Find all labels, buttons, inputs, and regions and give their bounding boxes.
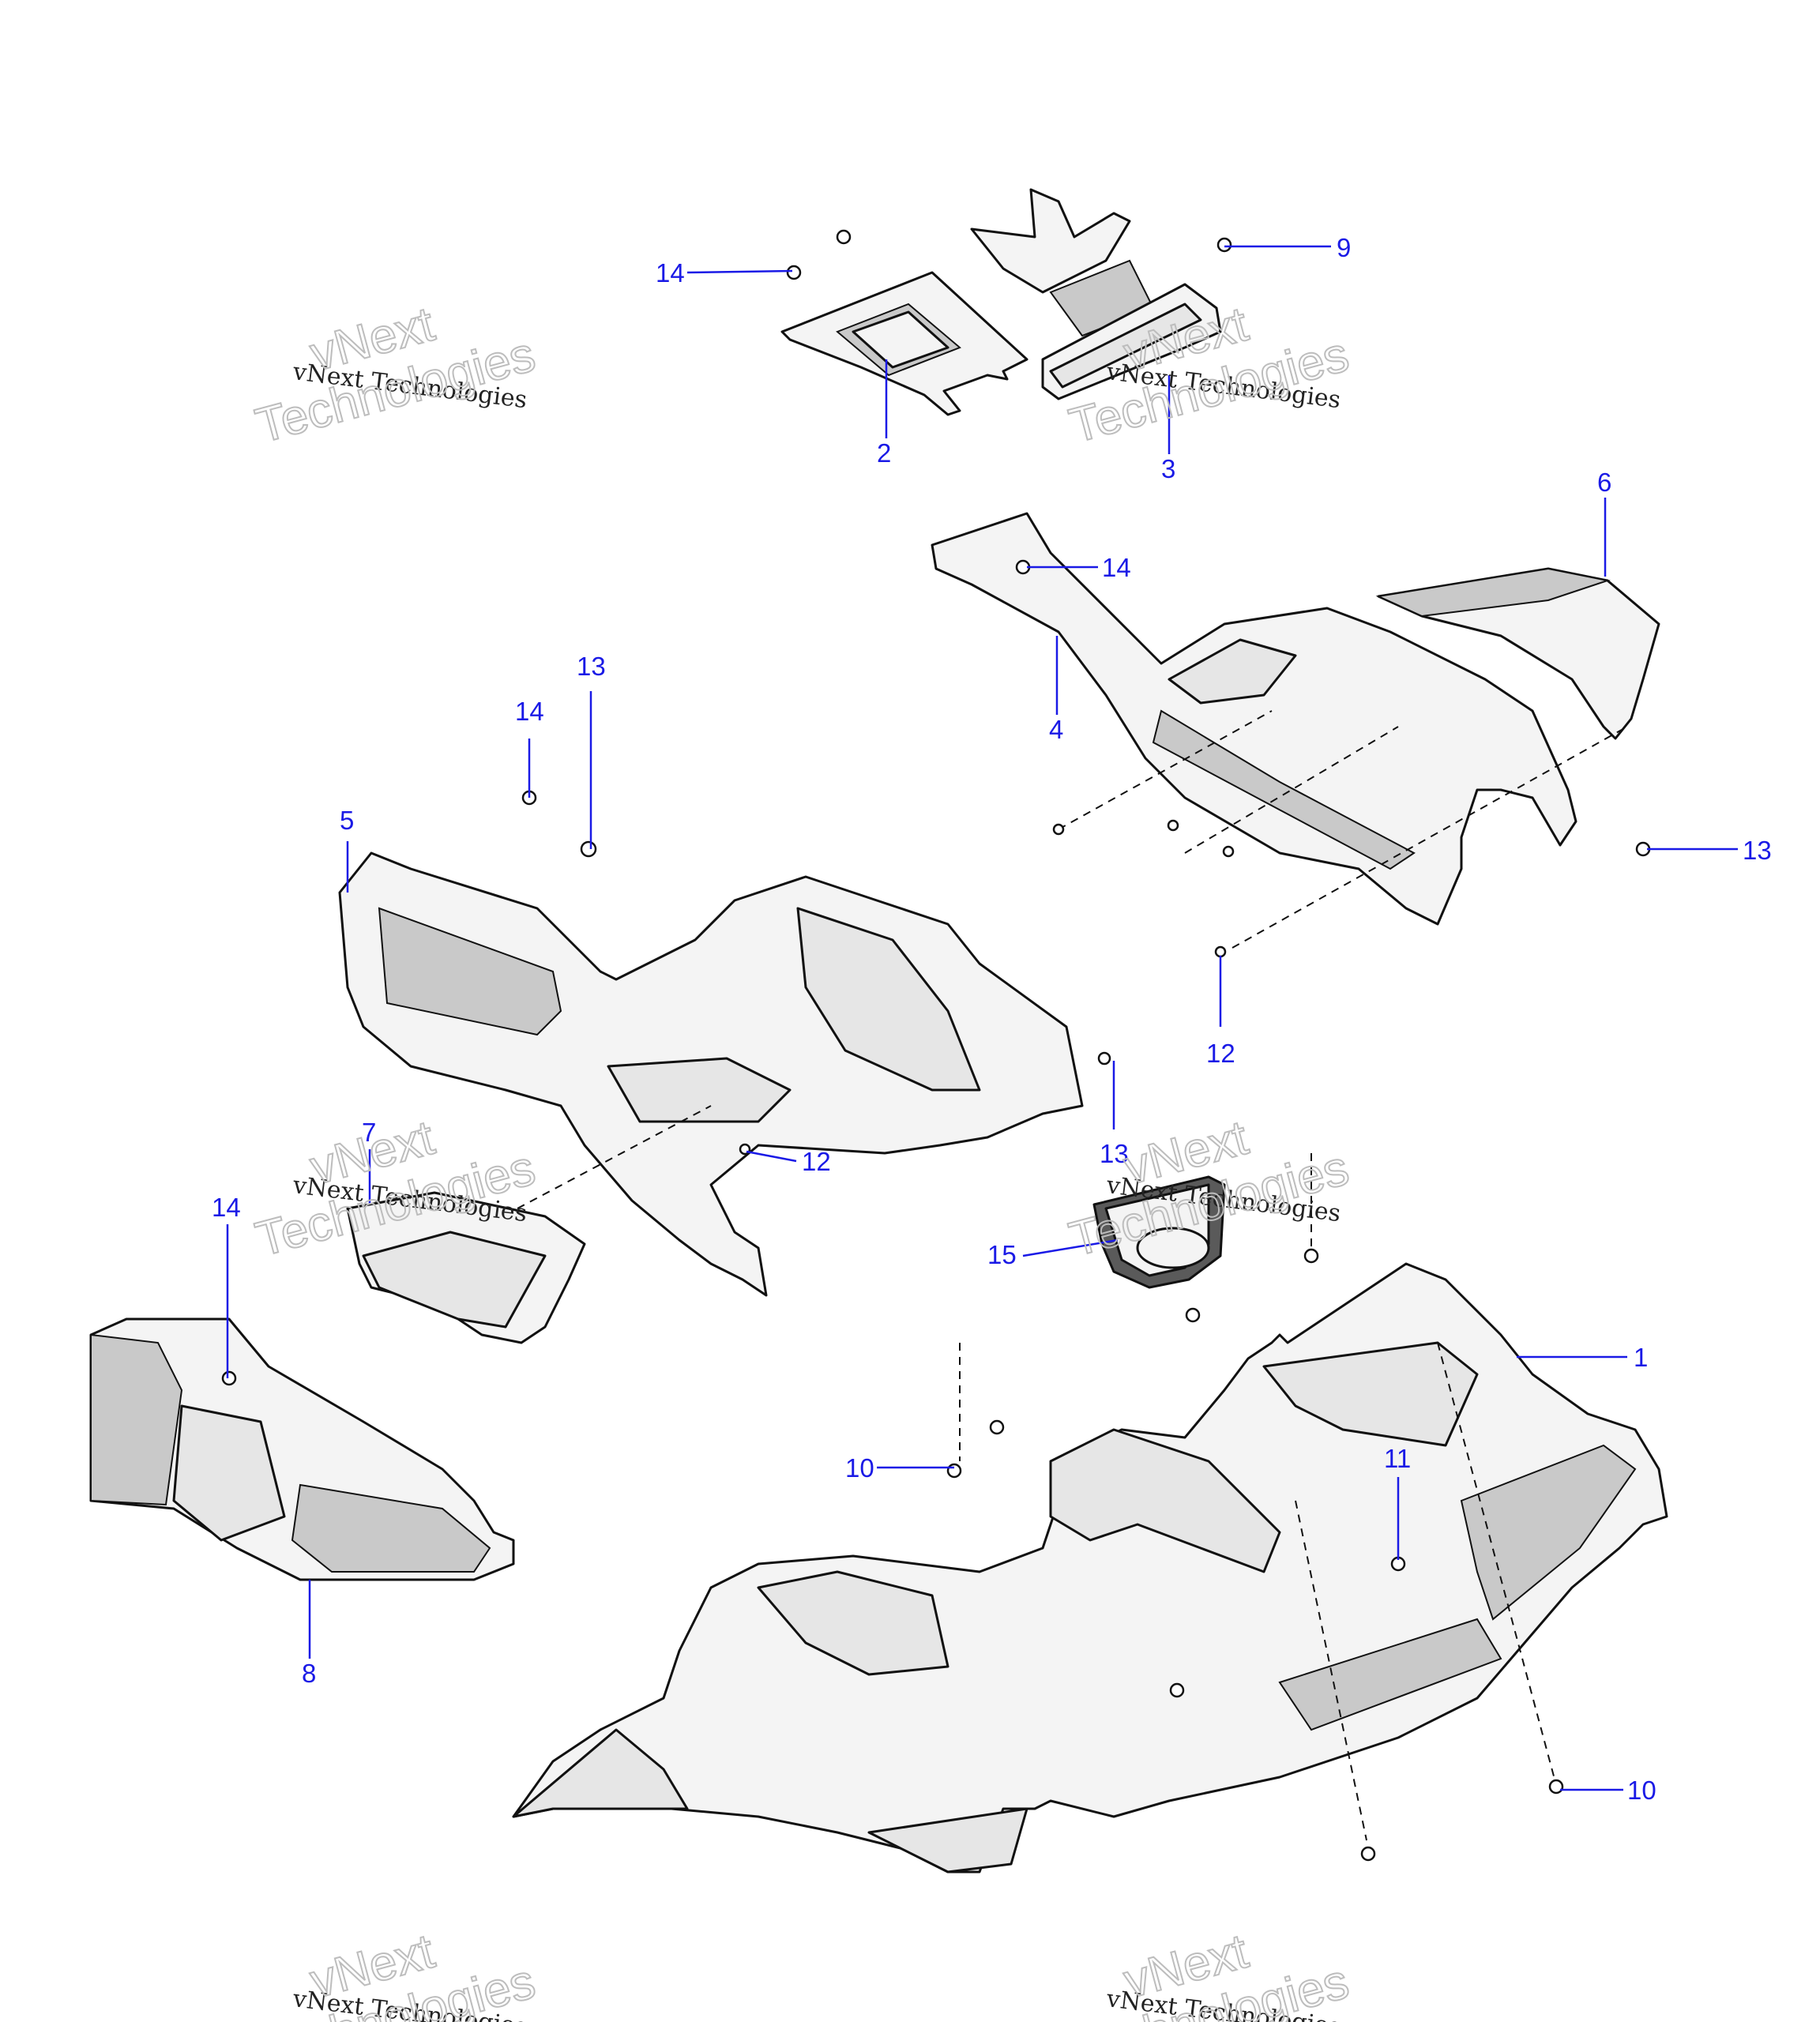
callout-10b: 10 <box>1627 1776 1656 1805</box>
part-15-bracket <box>1092 1175 1226 1289</box>
part-4-rear-fender <box>931 512 1577 926</box>
callout-14c: 14 <box>515 697 544 726</box>
callout-10a: 10 <box>845 1453 874 1483</box>
callout-3: 3 <box>1161 454 1175 483</box>
part-7-side-cover <box>346 1191 586 1344</box>
callout-15: 15 <box>987 1240 1017 1269</box>
callout-14a: 14 <box>656 258 685 288</box>
assembly-lines <box>517 710 1628 1841</box>
callout-12a: 12 <box>1206 1039 1235 1068</box>
callout-9: 9 <box>1337 233 1351 262</box>
callout-12b: 12 <box>802 1147 831 1176</box>
callout-2: 2 <box>877 438 891 468</box>
callout-14b: 14 <box>1102 553 1131 582</box>
callout-13c: 13 <box>1743 836 1772 865</box>
callout-4: 4 <box>1049 715 1063 744</box>
callout-7: 7 <box>362 1118 376 1147</box>
callout-13a: 13 <box>577 652 606 681</box>
callout-1: 1 <box>1634 1343 1648 1372</box>
callout-8: 8 <box>302 1659 316 1688</box>
callout-13b: 13 <box>1100 1139 1129 1168</box>
fasteners <box>221 229 1651 1862</box>
callouts: 1 2 3 4 5 6 7 8 9 10 10 11 12 12 13 13 1… <box>212 233 1772 1805</box>
part-1-main-body <box>512 1262 1668 1874</box>
part-2-cover-panel <box>780 271 1028 416</box>
part-3-grille-assembly <box>970 188 1222 400</box>
part-8-large-side-panel <box>89 1317 515 1581</box>
leader-lines <box>226 245 1738 1791</box>
callout-14d: 14 <box>212 1193 241 1222</box>
callout-5: 5 <box>340 806 354 835</box>
callout-6: 6 <box>1597 468 1611 497</box>
part-5-front-fender <box>338 851 1084 1297</box>
callout-11: 11 <box>1384 1444 1411 1473</box>
